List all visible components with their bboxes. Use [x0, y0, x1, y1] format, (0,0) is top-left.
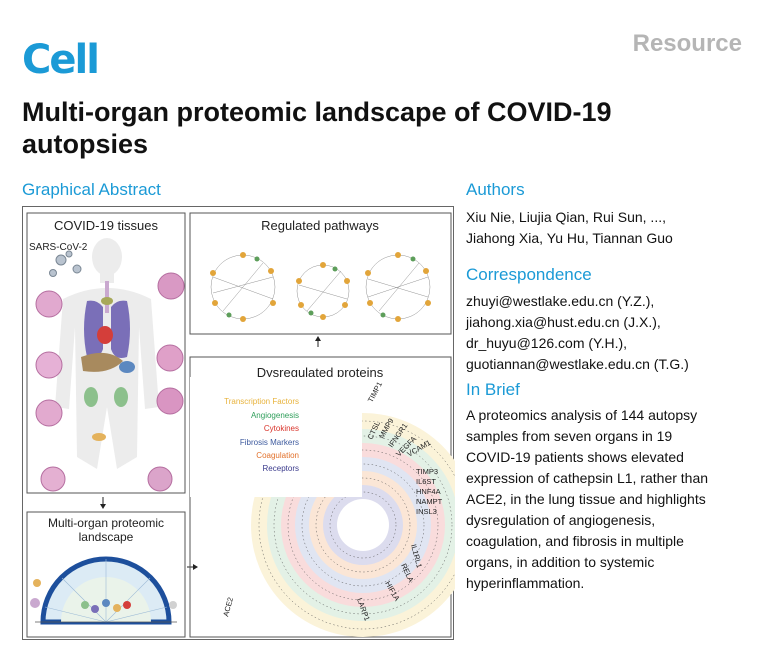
in-brief-line: coagulation, and fibrosis in multiple: [466, 533, 684, 549]
in-brief-line: samples from seven organs in 19: [466, 428, 673, 444]
virus-label: SARS-CoV-2: [29, 242, 88, 253]
protein-label-timp1: TIMP1: [366, 380, 384, 404]
in-brief-text: A proteomics analysis of 144 autopsy sam…: [466, 405, 756, 594]
in-brief-line: COVID-19 patients shows elevated: [466, 449, 684, 465]
pathways-panel-title: Regulated pathways: [261, 218, 379, 233]
in-brief-line: expression of cathepsin L1, rather than: [466, 470, 709, 486]
circos-legend: Transcription Factors Angiogenesis Cytok…: [224, 397, 299, 473]
correspondence-heading: Correspondence: [466, 265, 592, 284]
circos-plot: [190, 377, 455, 637]
graphical-abstract-svg: COVID-19 tissues SARS-CoV-2: [26, 212, 455, 638]
landscape-semicircle-plot: [30, 556, 177, 625]
protein-label-hnf4a: HNF4A: [416, 487, 441, 496]
article-title-line-1: Multi-organ proteomic landscape of COVID…: [22, 97, 612, 127]
correspondence-email-4[interactable]: guotiannan@westlake.edu.cn (T.G.): [466, 356, 689, 372]
protein-label-insl3: INSL3: [416, 507, 437, 516]
pathways-panel-border: [189, 212, 452, 335]
in-brief-heading: In Brief: [466, 380, 520, 399]
legend-cytokines: Cytokines: [264, 424, 299, 433]
correspondence-email-2[interactable]: jiahong.xia@hust.edu.cn (J.X.),: [466, 314, 661, 330]
protein-label-timp3: TIMP3: [416, 467, 438, 476]
legend-receptors: Receptors: [263, 464, 299, 473]
landscape-panel-title-line-2: landscape: [79, 530, 134, 544]
legend-coagulation: Coagulation: [256, 451, 299, 460]
tissues-panel-title: COVID-19 tissues: [54, 218, 159, 233]
journal-logo[interactable]: Cell: [22, 37, 100, 83]
graphical-abstract-heading: Graphical Abstract: [22, 180, 161, 199]
histology-images: [35, 272, 185, 492]
landscape-panel-border: [26, 511, 186, 638]
article-title: Multi-organ proteomic landscape of COVID…: [22, 97, 722, 161]
protein-label-il6st: IL6ST: [416, 477, 436, 486]
correspondence-list: zhuyi@westlake.edu.cn (Y.Z.), jiahong.xi…: [466, 291, 756, 375]
legend-angiogenesis: Angiogenesis: [251, 411, 299, 420]
tissues-panel-border: [26, 212, 186, 494]
legend-fibrosis-markers: Fibrosis Markers: [240, 438, 299, 447]
in-brief-line: dysregulation of angiogenesis,: [466, 512, 656, 528]
organs-illustration: [81, 281, 135, 441]
authors-heading: Authors: [466, 180, 525, 199]
in-brief-line: hyperinflammation.: [466, 575, 585, 591]
flow-arrows: [100, 336, 321, 570]
dysregulated-panel-title: Dysregulated proteins: [257, 365, 384, 380]
in-brief-line: organs, in addition to systemic: [466, 554, 655, 570]
authors-line-2[interactable]: Jiahong Xia, Yu Hu, Tiannan Guo: [466, 230, 673, 246]
in-brief-line: ACE2, in the lung tissue and highlights: [466, 491, 706, 507]
correspondence-email-3[interactable]: dr_huyu@126.com (Y.H.),: [466, 335, 628, 351]
landscape-panel-title-line-1: Multi-organ proteomic: [48, 516, 164, 530]
graphical-abstract-figure[interactable]: COVID-19 tissues SARS-CoV-2: [22, 206, 455, 640]
protein-label-ace2: ACE2: [221, 596, 235, 617]
pathway-networks: [210, 252, 431, 322]
correspondence-email-1[interactable]: zhuyi@westlake.edu.cn (Y.Z.),: [466, 293, 655, 309]
article-type-label: Resource: [632, 30, 742, 57]
article-title-line-2: autopsies: [22, 128, 149, 159]
authors-list: Xiu Nie, Liujia Qian, Rui Sun, ..., Jiah…: [466, 207, 756, 249]
virus-particles-icon: [49, 250, 82, 277]
in-brief-line: A proteomics analysis of 144 autopsy: [466, 407, 698, 423]
protein-label-nampt: NAMPT: [416, 497, 443, 506]
human-body-icon: [55, 238, 159, 469]
authors-line-1[interactable]: Xiu Nie, Liujia Qian, Rui Sun, ...,: [466, 209, 666, 225]
legend-transcription-factors: Transcription Factors: [224, 397, 299, 406]
